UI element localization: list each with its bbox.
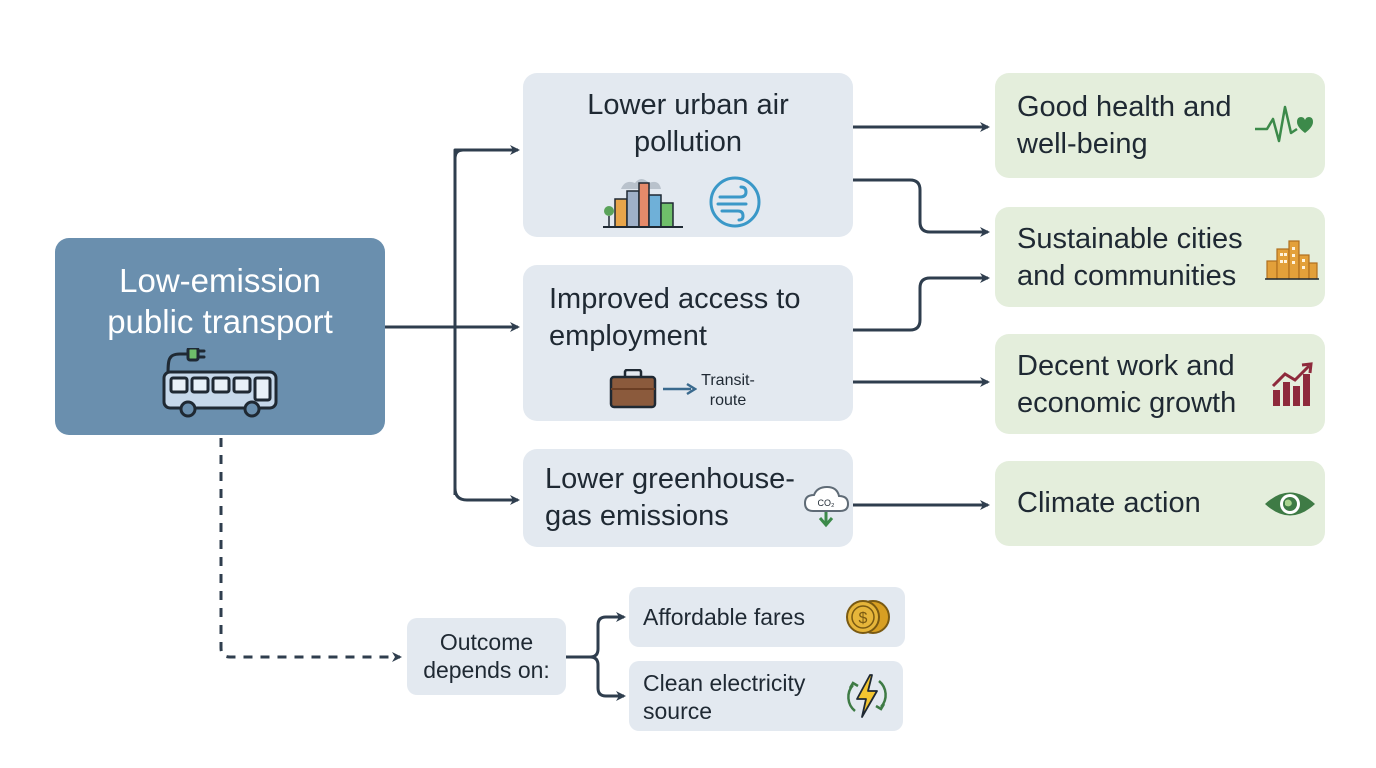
city-skyline-icon bbox=[603, 179, 683, 228]
goal-work: Decent work and economic growth bbox=[995, 334, 1325, 434]
connector-air-to-cities bbox=[853, 178, 990, 237]
coin-symbol: $ bbox=[859, 610, 868, 627]
connector-to-air-pollution bbox=[453, 145, 520, 159]
route-arrow-icon bbox=[663, 382, 697, 396]
buildings-icon bbox=[1265, 240, 1319, 280]
goal-cities: Sustainable cities and communities bbox=[995, 207, 1325, 307]
connector-to-ghg bbox=[453, 487, 520, 505]
growth-chart-icon bbox=[1271, 362, 1313, 406]
co2-label: CO₂ bbox=[818, 498, 836, 508]
connector-employment-to-cities bbox=[853, 273, 990, 332]
goal-work-label: Decent work and economic growth bbox=[1017, 350, 1237, 419]
factor-electricity: Clean electricity source bbox=[629, 661, 903, 731]
factor-electricity-label: Clean electricity source bbox=[643, 670, 806, 724]
effect-air-pollution-label: Lower urban air pollution bbox=[587, 89, 789, 158]
coins-icon: $ bbox=[846, 600, 890, 634]
factor-fares: Affordable fares $ bbox=[629, 587, 905, 647]
goal-cities-label: Sustainable cities and communities bbox=[1017, 223, 1243, 292]
goal-climate-label: Climate action bbox=[1017, 487, 1201, 519]
wind-icon bbox=[709, 176, 761, 228]
effect-air-pollution: Lower urban air pollution bbox=[523, 73, 853, 237]
connector-to-fares bbox=[566, 612, 626, 659]
goal-health-label: Good health and well-being bbox=[1017, 91, 1232, 160]
electric-bus-icon bbox=[162, 348, 278, 418]
effect-employment-label: Improved access to employment bbox=[549, 283, 801, 352]
renewable-lightning-icon bbox=[847, 674, 887, 718]
transit-route-label: Transit-route bbox=[701, 372, 755, 409]
heartbeat-icon bbox=[1255, 105, 1313, 143]
connector-conditions-dashed bbox=[219, 438, 402, 662]
source-label: Low-emission public transport bbox=[107, 262, 333, 340]
factor-fares-label: Affordable fares bbox=[643, 604, 805, 630]
conditions-node: Outcome depends on: bbox=[407, 618, 566, 695]
effect-ghg: Lower greenhouse-gas emissions CO₂ bbox=[523, 449, 853, 547]
briefcase-icon bbox=[609, 369, 657, 409]
co2-cloud-icon: CO₂ bbox=[803, 485, 850, 528]
globe-eye-icon bbox=[1265, 492, 1315, 516]
goal-health: Good health and well-being bbox=[995, 73, 1325, 178]
connector-branch-vertical bbox=[453, 148, 465, 495]
effect-ghg-label: Lower greenhouse-gas emissions bbox=[545, 463, 795, 532]
goal-climate: Climate action bbox=[995, 461, 1325, 546]
effect-employment: Improved access to employment Transit-ro… bbox=[523, 265, 853, 421]
connector-to-electricity bbox=[589, 655, 626, 701]
source-node: Low-emission public transport bbox=[55, 238, 385, 435]
conditions-label: Outcome depends on: bbox=[423, 629, 550, 683]
